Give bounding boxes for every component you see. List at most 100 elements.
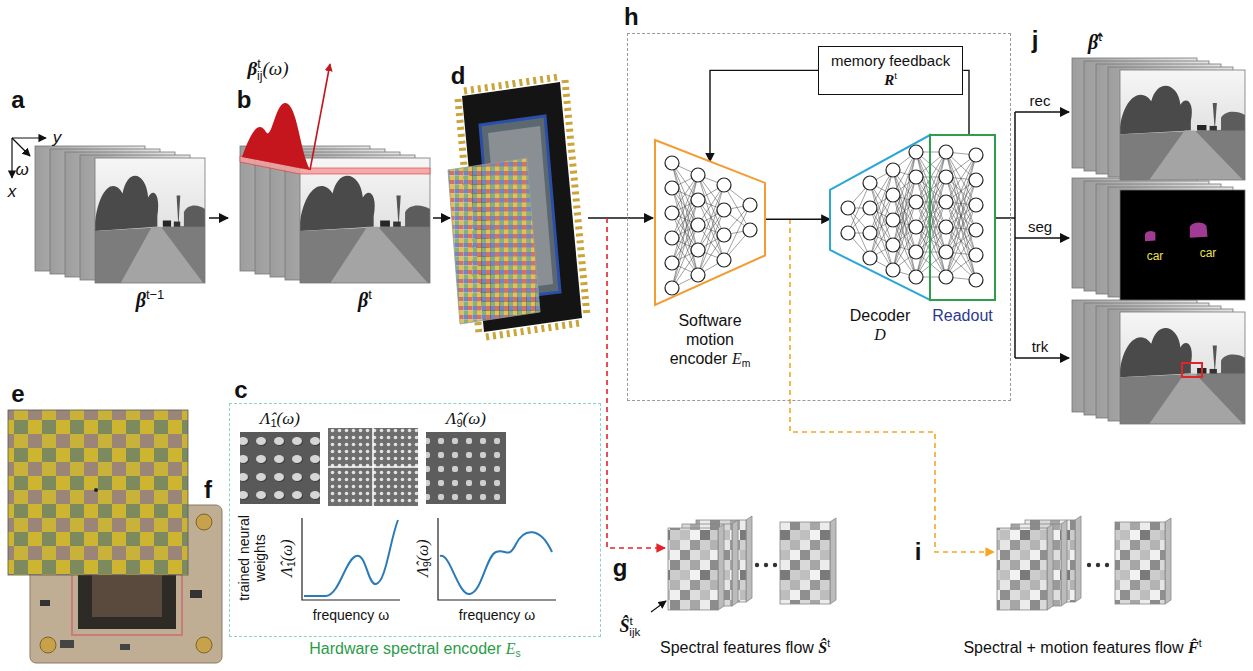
label-text: ij (257, 69, 263, 83)
label-text: g (613, 554, 628, 581)
neuron (939, 170, 953, 184)
node-shape (930, 135, 995, 300)
frame-symbol: βt (358, 288, 372, 312)
label-text: Λ̂ (414, 567, 431, 577)
network-weight (893, 202, 916, 270)
label-text: t (368, 287, 372, 302)
node-label: Spectral + motion features flow (963, 639, 1183, 656)
neuron (886, 188, 900, 202)
neuron (886, 238, 900, 252)
filter-symbol: Λ̂1(ω) (260, 409, 300, 430)
node-label: Readout (932, 307, 993, 324)
network-weight (946, 205, 976, 277)
node-label: memory feedback (831, 52, 950, 69)
neuron (665, 281, 679, 295)
label-text: Λ̂ (446, 409, 456, 428)
neuron (939, 195, 953, 209)
neuron (841, 201, 855, 215)
panel-letter: b (237, 86, 252, 114)
label-text: t−1 (146, 287, 164, 302)
node-text: DecoderD (830, 306, 930, 344)
node-label: R (884, 72, 894, 88)
neuron (743, 198, 757, 212)
panel-letter: a (11, 86, 24, 114)
decoder-trapezoid: DecoderD (830, 135, 930, 300)
label-text: f (204, 476, 212, 503)
text-line: Spectral + motion features flowF̂t (963, 638, 1201, 657)
neuron (717, 228, 731, 242)
node-shape (830, 135, 930, 300)
node-label: F̂ (1188, 639, 1199, 656)
label-text: (ω) (262, 58, 288, 79)
node-label: E (732, 350, 742, 367)
label-text: (ω) (414, 539, 431, 561)
label-text: rec (1030, 92, 1051, 109)
neuron (969, 248, 983, 262)
neuron (863, 251, 877, 265)
node-text: memory feedbackRt (819, 47, 962, 94)
node-text: Spectral + motion features flowF̂t (963, 638, 1201, 657)
panel-letter: j (1032, 26, 1039, 54)
label-text: (ω) (463, 409, 486, 428)
axis-label: trained neural weights (236, 510, 268, 606)
label-text: 1 (270, 418, 276, 430)
label-text: a (11, 86, 24, 113)
node-label: E (506, 640, 516, 657)
panel-letter: g (613, 554, 628, 582)
readout-box: Readout (930, 135, 995, 300)
frame-symbol: βt−1 (136, 288, 165, 312)
label-text: car (1200, 246, 1217, 260)
label-text: Λ̂ (260, 409, 270, 428)
node-label: D (874, 326, 886, 343)
neuron (886, 163, 900, 177)
panel-letter: c (234, 376, 247, 404)
text-line: Spectral features flowŜt (660, 638, 830, 657)
label-text: x (8, 182, 17, 201)
node-text: Readout (932, 306, 993, 325)
label-text: β (358, 289, 368, 311)
encoder-trapezoid: Software motion encoderEm (655, 140, 765, 305)
frame-symbol: β̂t (1088, 30, 1102, 54)
panel-letter: f (204, 476, 212, 504)
neuron (717, 203, 731, 217)
node-label: Hardware spectral encoder (309, 640, 501, 657)
node-label: s (516, 648, 521, 659)
node-label: Software motion encoder (670, 312, 742, 367)
neuron (691, 168, 705, 182)
neuron (717, 253, 731, 267)
node-text: Software motion encoderEm (655, 311, 765, 371)
node-label: Ŝ (818, 639, 827, 656)
label-text: car (1147, 249, 1164, 263)
node-outline (930, 135, 995, 300)
label-text: 9 (422, 561, 433, 567)
neuron (909, 220, 923, 234)
node-text: h (624, 4, 639, 30)
branch-label: rec (1030, 92, 1051, 109)
neuron (841, 226, 855, 240)
label-text: 9 (456, 418, 462, 430)
label-text: 1 (286, 561, 297, 567)
neuron (969, 273, 983, 287)
neuron (717, 178, 731, 192)
label-text: Λ̂ (278, 567, 295, 577)
neuron (691, 243, 705, 257)
label-text: y (53, 128, 62, 147)
axis-label: y (53, 128, 62, 148)
class-label: car (1147, 250, 1164, 264)
label-text: t (1098, 29, 1102, 44)
neuron (939, 220, 953, 234)
label-text: trained neural weights (236, 515, 268, 601)
neuron (665, 206, 679, 220)
neuron (691, 218, 705, 232)
neuron (665, 156, 679, 170)
label-text: (ω) (277, 409, 300, 428)
label-text: ijk (629, 625, 640, 638)
neuron (863, 201, 877, 215)
neuron (909, 145, 923, 159)
branch-label: trk (1032, 338, 1049, 355)
neuron (743, 223, 757, 237)
panel-letter: d (451, 62, 466, 90)
text-line: Readout (932, 306, 993, 325)
node-outline (830, 135, 930, 300)
label-text: j (1032, 26, 1039, 53)
